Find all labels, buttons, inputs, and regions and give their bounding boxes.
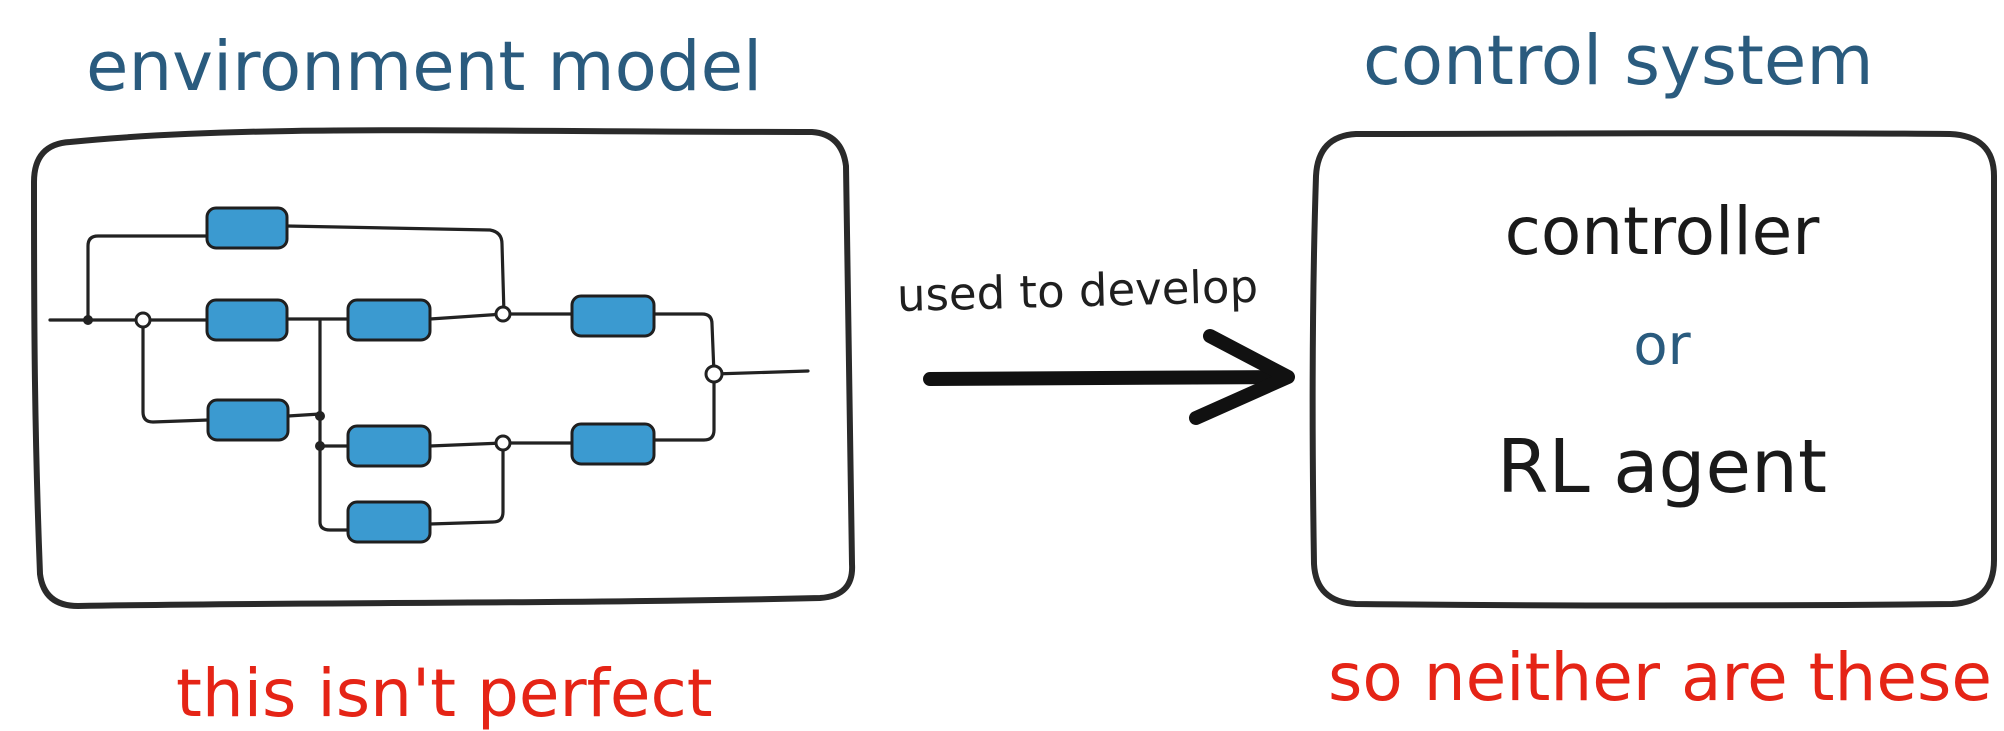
- component-block: [206, 398, 290, 442]
- hollow-junction: [704, 364, 724, 384]
- left-caption: this isn't perfect: [176, 655, 713, 731]
- filled-junction: [315, 411, 325, 421]
- environment-model-box: [31, 127, 856, 609]
- component-block: [570, 294, 656, 338]
- filled-junction: [83, 315, 93, 325]
- component-block: [346, 500, 432, 544]
- circuit-diagram: [48, 224, 810, 532]
- component-block: [346, 298, 432, 342]
- right-caption: so neither are these: [1328, 639, 1992, 716]
- controller-label: controller: [1505, 193, 1821, 270]
- component-block: [346, 424, 432, 468]
- hollow-junction: [494, 434, 512, 452]
- filled-junction: [315, 441, 325, 451]
- control-system-title: control system: [1363, 21, 1874, 101]
- or-label: or: [1633, 313, 1691, 378]
- component-blocks: [205, 206, 656, 544]
- arrow-label: used to develop: [896, 260, 1258, 322]
- hollow-junction: [494, 305, 512, 323]
- hollow-junction: [134, 311, 152, 329]
- top-loop: [86, 234, 209, 322]
- rl-agent-label: RL agent: [1497, 424, 1827, 510]
- junction-dots: [83, 305, 724, 452]
- right-arrow-icon: [923, 329, 1295, 425]
- component-block: [205, 206, 289, 250]
- component-block: [205, 298, 289, 342]
- control-system-box: [1309, 130, 1998, 609]
- environment-model-title: environment model: [86, 27, 762, 107]
- component-block: [570, 422, 656, 466]
